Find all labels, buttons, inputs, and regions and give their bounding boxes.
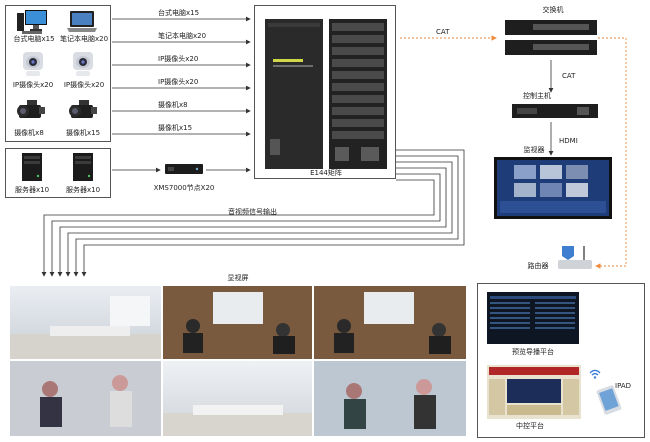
link-label-desktop: 台式电脑x15: [158, 9, 200, 17]
preview-platform-label: 预览导播平台: [512, 348, 554, 356]
link-label-ipcam1: IP摄像头x20: [158, 55, 199, 63]
ip-camera-icon: [20, 50, 46, 78]
router-label: 路由器: [527, 262, 549, 270]
cat-top-label: CAT: [436, 28, 450, 36]
server-icon: [20, 152, 44, 182]
link-label-ipcam2: IP摄像头x20: [158, 78, 199, 86]
laptop-label: 笔记本电脑x20: [59, 35, 109, 43]
central-control-screen: [487, 365, 581, 419]
ip-camera-2-label: IP摄像头x20: [63, 81, 105, 89]
matrix-chassis: [265, 19, 387, 169]
hdmi-label: HDMI: [559, 137, 578, 145]
display-pane-meeting-room-1: [10, 286, 161, 359]
display-pane-meeting-room-2: [163, 361, 312, 436]
ipad-label: IPAD: [615, 382, 632, 390]
display-pane-people-2: [314, 361, 466, 436]
network-switch-icon: [503, 18, 599, 58]
av-output-label: 音视频信号输出: [228, 208, 277, 216]
server-icon: [71, 152, 95, 182]
server-2-label: 服务器x10: [65, 186, 101, 194]
ipad-icon: [596, 384, 622, 416]
desktop-computer-icon: [16, 9, 50, 35]
controller-label: 控制主机: [523, 92, 551, 100]
node-label: XMS7000节点X20: [153, 184, 215, 192]
display-wall-label: 显视屏: [227, 274, 249, 282]
monitor-icon: [494, 157, 612, 221]
display-pane-presentation-2: [314, 286, 466, 359]
monitor-label: 监视器: [523, 146, 545, 154]
xms7000-node-icon: [164, 162, 204, 176]
server-1-label: 服务器x10: [14, 186, 50, 194]
display-pane-people: [10, 361, 161, 436]
central-platform-label: 中控平台: [516, 422, 544, 430]
switch-label: 交换机: [542, 6, 564, 14]
control-host-icon: [511, 102, 599, 120]
camcorder-2-label: 摄像机x15: [65, 129, 101, 137]
cat-right-label: CAT: [562, 72, 576, 80]
ip-camera-icon: [70, 50, 96, 78]
laptop-icon: [66, 10, 98, 34]
camcorder-icon: [13, 98, 47, 124]
ip-camera-1-label: IP摄像头x20: [12, 81, 54, 89]
link-label-laptop: 笔记本电脑x20: [158, 32, 207, 40]
display-pane-presentation-1: [163, 286, 312, 359]
matrix-label: E144矩阵: [310, 169, 342, 177]
camcorder-icon: [65, 98, 99, 124]
camcorder-1-label: 摄像机x8: [14, 129, 44, 137]
link-label-camcorder2: 摄像机x15: [158, 124, 193, 132]
wifi-icon: [588, 368, 602, 380]
router-icon: [556, 244, 594, 272]
desktop-label: 台式电脑x15: [13, 35, 55, 43]
preview-platform-screen: [487, 292, 579, 344]
link-label-camcorder1: 摄像机x8: [158, 101, 188, 109]
